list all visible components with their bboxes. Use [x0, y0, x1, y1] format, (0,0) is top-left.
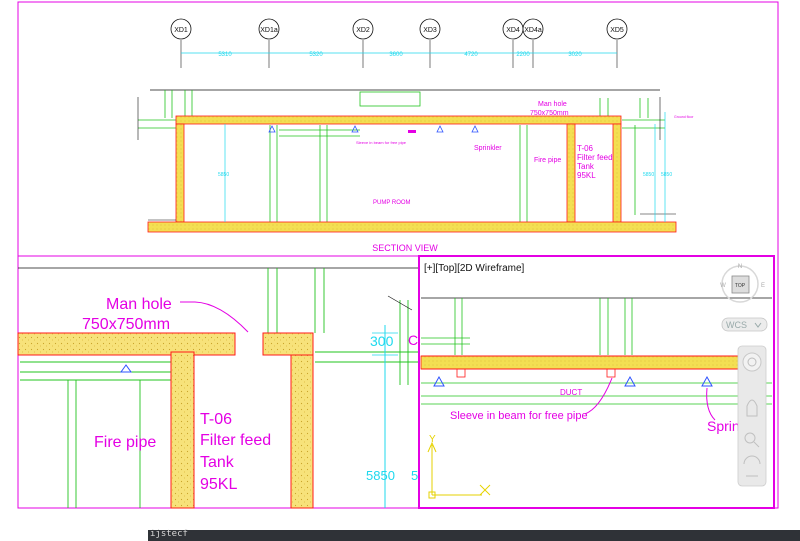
zoom-icon[interactable] [744, 432, 756, 444]
tank-label: Tank [577, 162, 595, 171]
orbit-icon[interactable] [743, 455, 761, 465]
grid-bubble: XD5 [610, 27, 624, 34]
tank-label: T-06 [577, 144, 594, 153]
grid-bubble: XD4 [506, 27, 520, 34]
ucs-y-label: Y [429, 434, 436, 445]
grid-bubble: XD1 [174, 27, 188, 34]
viewcube-face[interactable]: TOP [735, 283, 746, 289]
height-dimension: 5850 [218, 172, 229, 178]
grid-bubble: XD3 [423, 27, 437, 34]
manhole-label: Man hole [538, 101, 567, 108]
viewcube[interactable]: TOP N W E [720, 264, 765, 303]
manhole-label: Man hole [106, 296, 172, 313]
steering-wheel-icon[interactable] [742, 352, 762, 372]
grid-bubble: XD2 [356, 27, 370, 34]
dimension-text: 300 [370, 333, 394, 349]
compass-east: E [761, 283, 765, 289]
tank-label: 95KL [577, 171, 596, 180]
tank-label: Tank [200, 454, 235, 471]
section-view: XD1 XD1a XD2 XD3 XD4 XD4a XD5 5310 5320 … [137, 18, 694, 253]
command-line-text[interactable]: ijstecf [150, 529, 188, 539]
dimension-text: 3600 [389, 52, 403, 58]
dimension-text: 4720 [464, 52, 478, 58]
manhole-size-label: 750x750mm [530, 110, 569, 117]
height-dimension: 5850 [366, 468, 395, 483]
command-line[interactable]: ijstecf [148, 529, 800, 541]
height-dimension: 5 [411, 468, 418, 483]
duct-label: DUCT [560, 388, 582, 397]
section-title: SECTION VIEW [372, 243, 438, 253]
dimension-text: 5320 [309, 52, 323, 58]
height-dimension: 5850 [643, 172, 654, 178]
tank-label: Filter feed [577, 153, 613, 162]
height-dimension: 5850 [661, 172, 672, 178]
tank-label: T-06 [200, 411, 232, 428]
viewport-controls-label[interactable]: [+][Top][2D Wireframe] [424, 263, 525, 274]
dimension-text: 3020 [568, 52, 582, 58]
sprinkler-label: Sprinkler [474, 145, 502, 152]
wcs-menu[interactable]: WCS [721, 317, 768, 332]
dimension-text: 2200 [516, 52, 530, 58]
sleeve-label: Sleeve in beam for free pipe [450, 410, 588, 422]
sheet-border [17, 1, 779, 509]
tank-label: Filter feed [200, 432, 271, 449]
level-label: Ground floor [674, 115, 694, 119]
dimension-text: 5310 [218, 52, 232, 58]
sleeve-label: Sleeve in beam for free pipe [356, 140, 407, 145]
compass-north: N [738, 264, 742, 270]
navigation-bar[interactable] [737, 345, 767, 487]
pan-hand-icon[interactable] [746, 399, 758, 417]
compass-west: W [720, 283, 726, 289]
tank-label: 95KL [200, 476, 237, 493]
fire-pipe-label: Fire pipe [94, 434, 156, 451]
fire-pipe-label: Fire pipe [534, 157, 561, 164]
manhole-size-label: 750x750mm [82, 316, 170, 333]
grid-bubble: XD4a [524, 27, 542, 34]
svg-text:C: C [408, 332, 418, 348]
ucs-icon [427, 441, 491, 499]
wcs-label[interactable]: WCS [726, 320, 747, 330]
chevron-down-icon [754, 322, 762, 328]
viewport[interactable]: [+][Top][2D Wireframe] DUCT Sleeve in be… [418, 255, 775, 509]
grid-bubble: XD1a [260, 27, 278, 34]
detail-view: 300 C Man hole 750x750mm T-06 Filter fee… [17, 267, 419, 509]
room-label: PUMP ROOM [373, 200, 411, 206]
